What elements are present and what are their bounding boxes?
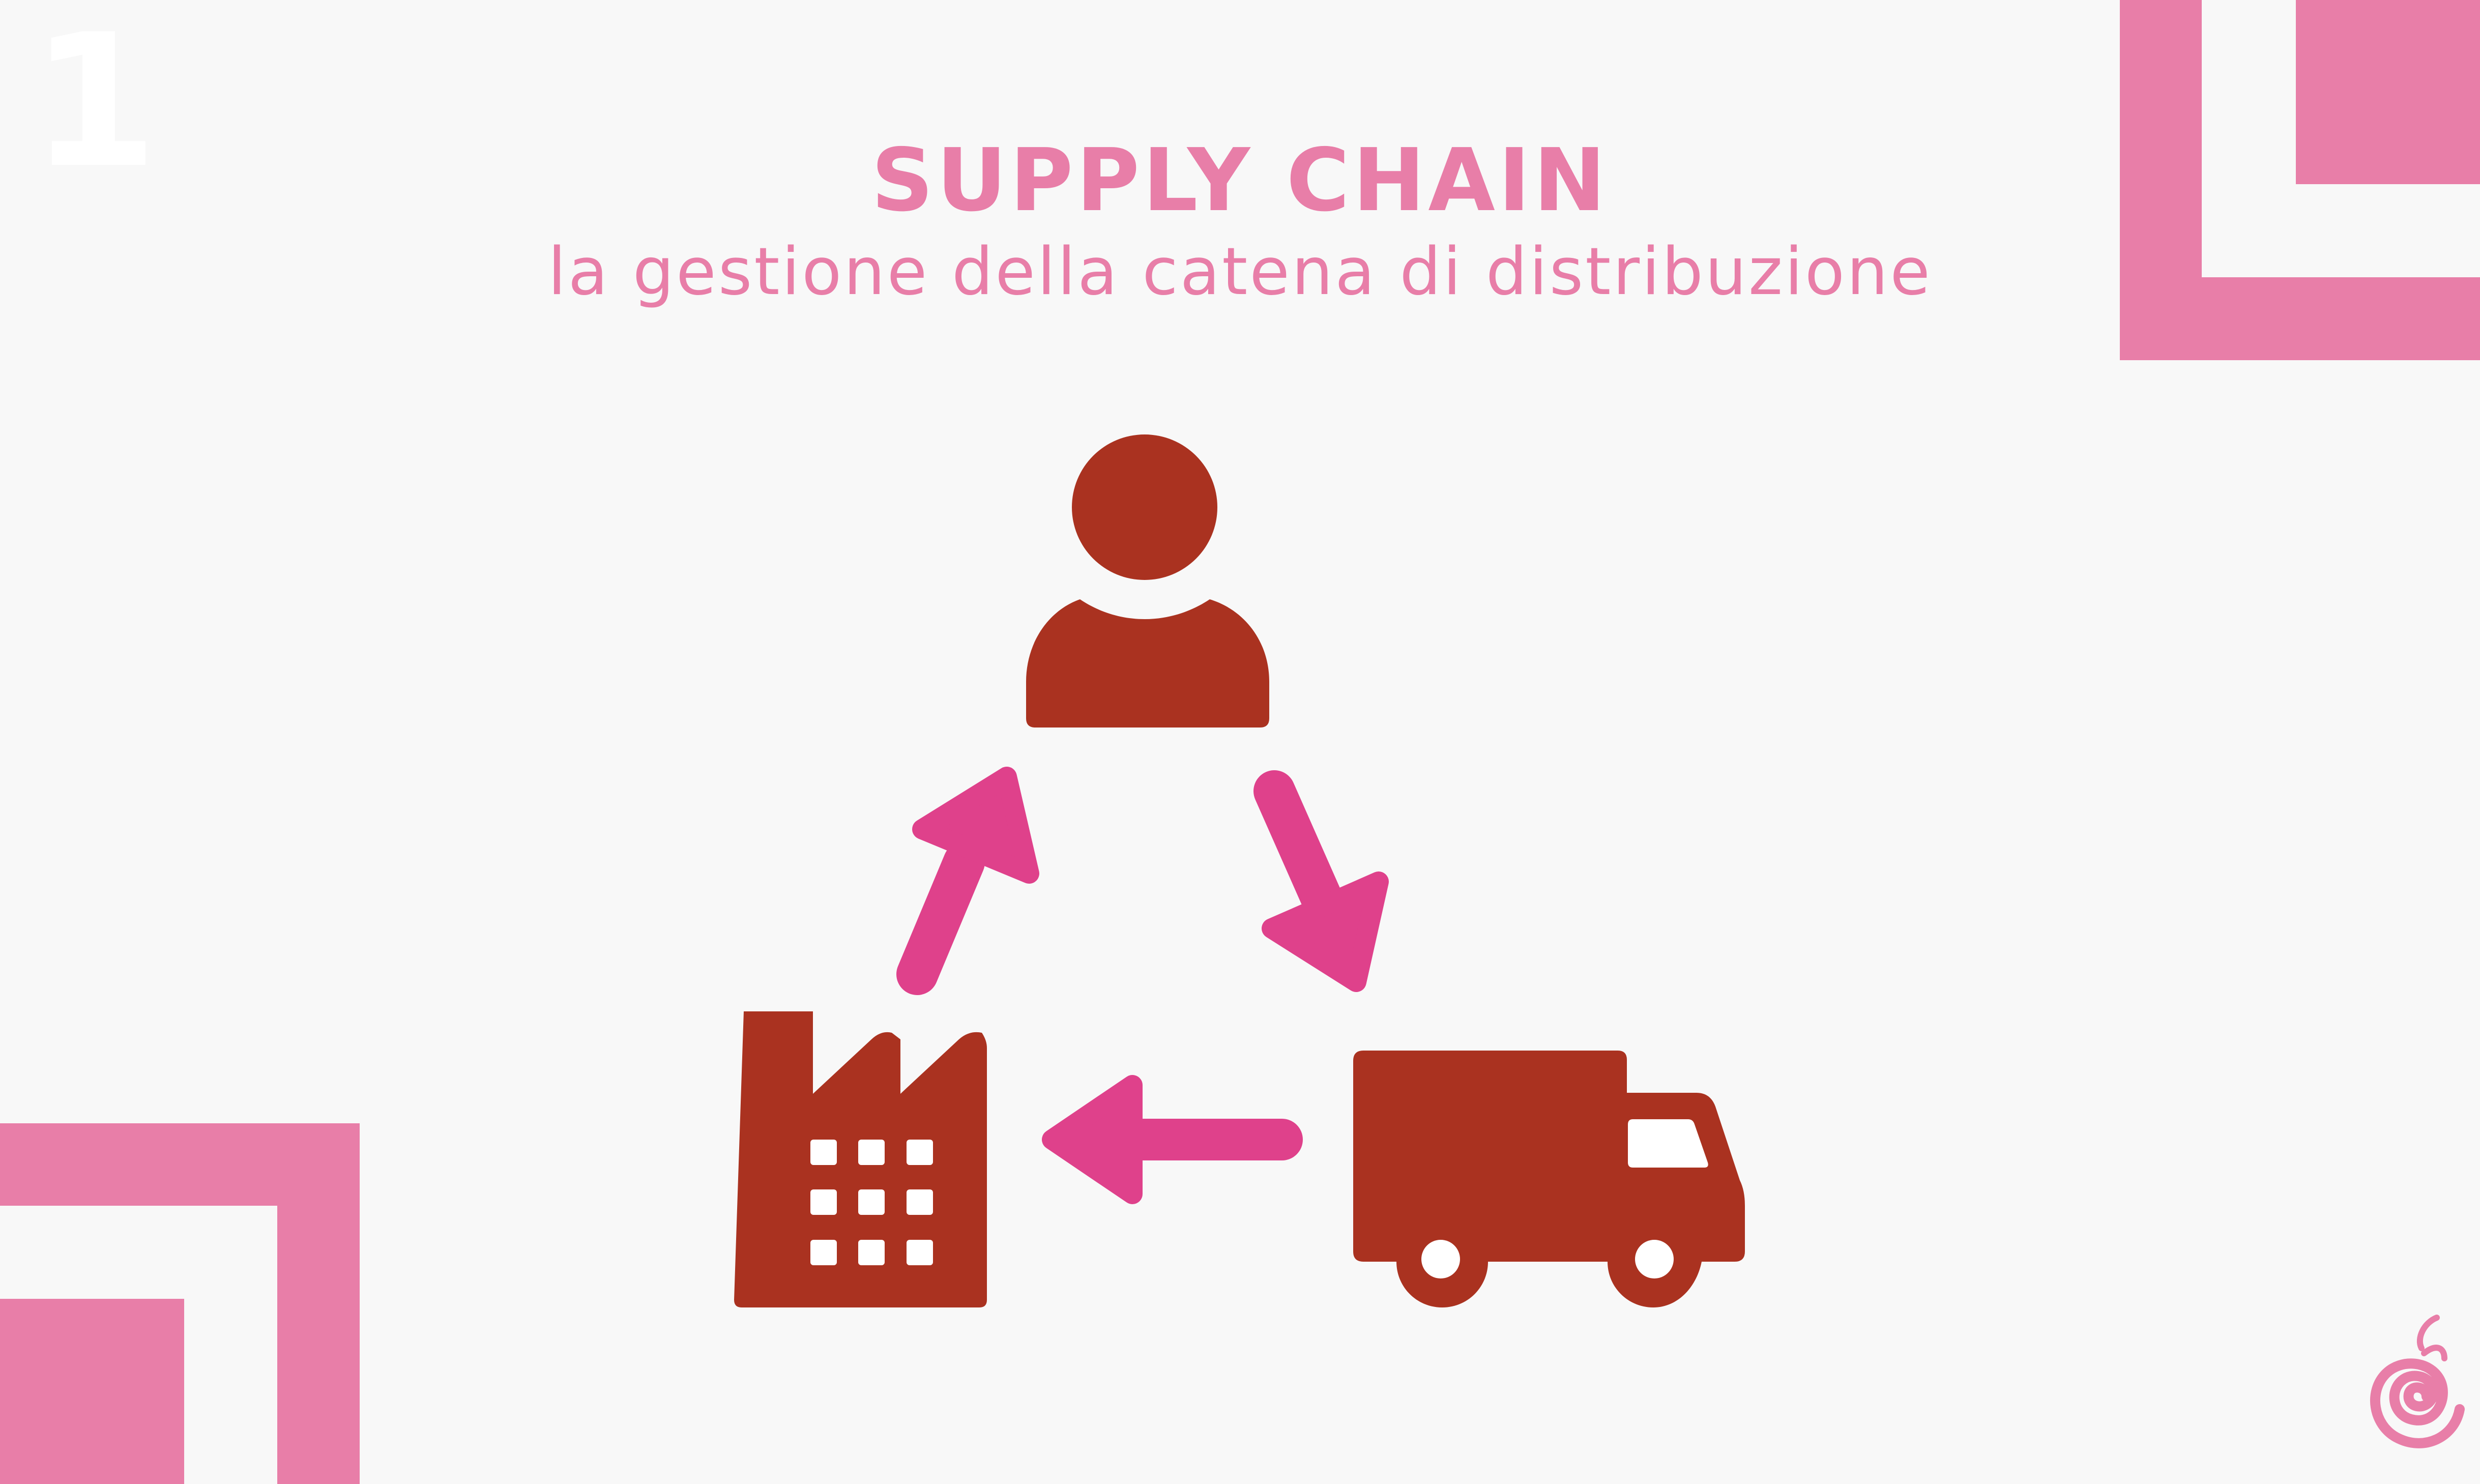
factory-icon — [734, 1011, 987, 1307]
slide-subtitle: la gestione della catena di distribuzion… — [548, 234, 1932, 310]
arrow-customer-to-delivery — [1253, 770, 1389, 992]
slide-number: 1 — [31, 0, 158, 208]
corner-decoration-bottom-left — [0, 1123, 360, 1484]
slide-title: SUPPLY CHAIN — [871, 130, 1609, 231]
truck-icon — [1353, 1051, 1745, 1307]
arrow-delivery-to-factory — [1042, 1075, 1303, 1204]
spiral-logo-icon — [2370, 1315, 2465, 1448]
corner-decoration-top-right — [2120, 0, 2480, 360]
arrow-factory-to-customer — [896, 767, 1039, 995]
person-icon — [1026, 434, 1269, 728]
factory-windows — [810, 1140, 933, 1265]
